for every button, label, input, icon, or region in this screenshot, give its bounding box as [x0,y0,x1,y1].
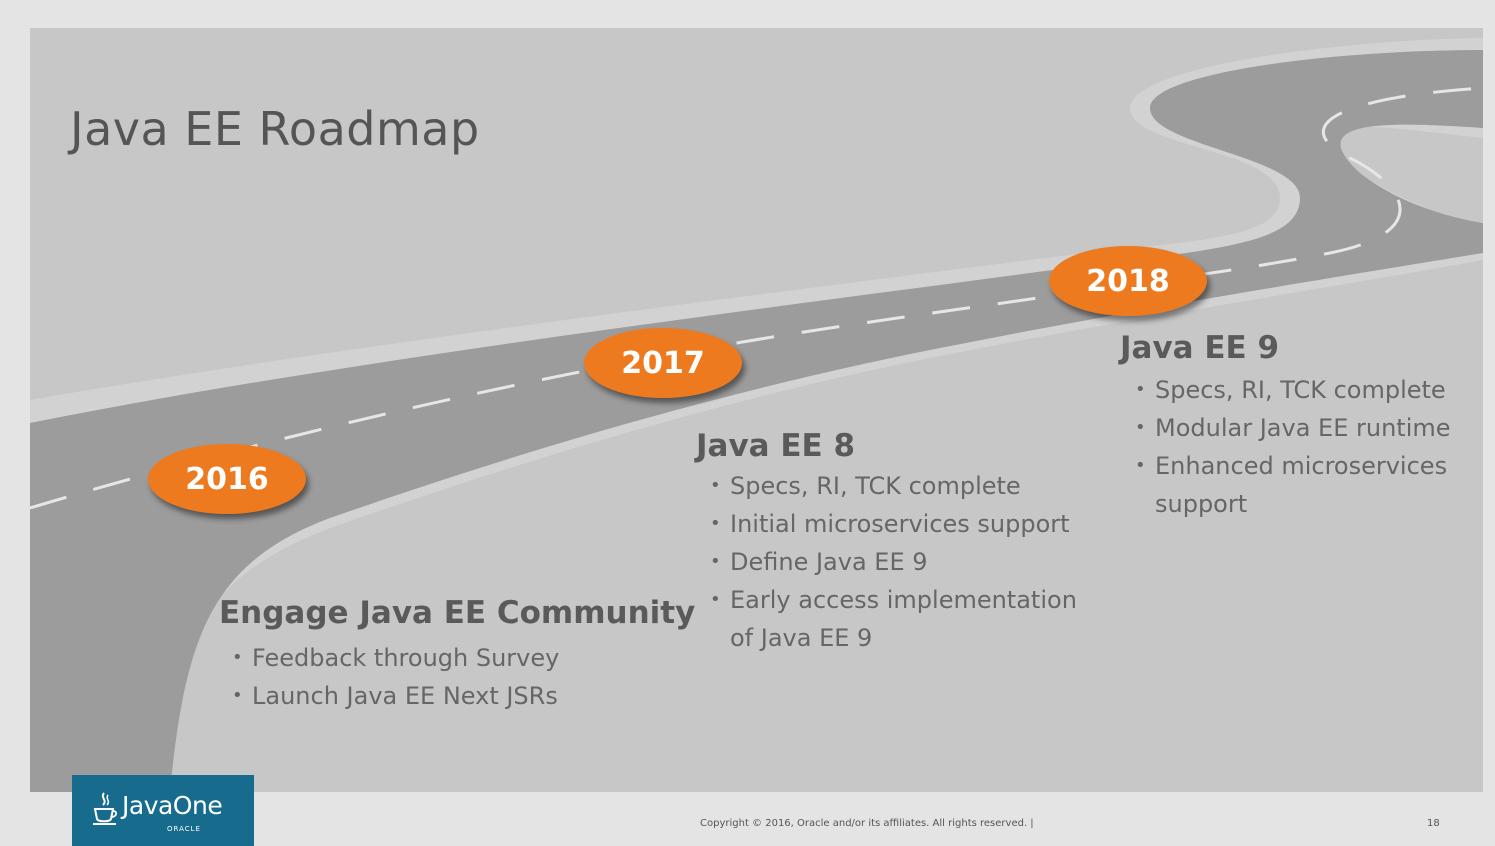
list-item: Early access implementation [708,581,1077,619]
javaone-logo: JavaOne ORACLE [72,775,254,846]
list-item: Specs, RI, TCK complete [1133,371,1451,409]
page-number: 18 [1427,818,1440,829]
list-item-continuation: of Java EE 9 [730,624,873,652]
logo-text: JavaOne [122,791,223,820]
year-badge-2016: 2016 [148,444,306,514]
list-item: Feedback through Survey [230,639,559,677]
milestone-list-2016: Feedback through Survey Launch Java EE N… [230,639,559,715]
milestone-heading-2018: Java EE 9 [1120,330,1280,366]
year-badge-2017: 2017 [584,328,742,398]
list-item: Modular Java EE runtime [1133,409,1451,447]
road-illustration [30,38,1483,792]
logo-subtext: ORACLE [167,825,201,833]
milestone-list-2017: Specs, RI, TCK complete Initial microser… [708,467,1077,657]
copyright-notice: Copyright © 2016, Oracle and/or its affi… [700,818,1034,829]
java-cup-icon [93,792,118,825]
year-badge-2018: 2018 [1049,246,1207,316]
milestone-list-2018: Specs, RI, TCK complete Modular Java EE … [1133,371,1451,523]
list-item: Specs, RI, TCK complete [708,467,1077,505]
milestone-heading-2016: Engage Java EE Community [219,595,696,631]
list-item: Launch Java EE Next JSRs [230,677,559,715]
list-item: Define Java EE 9 [708,543,1077,581]
slide-title: Java EE Roadmap [70,102,480,156]
list-item-continuation: support [1155,490,1248,518]
list-item: Initial microservices support [708,505,1077,543]
list-item: Enhanced microservices [1133,447,1451,485]
milestone-heading-2017: Java EE 8 [696,428,856,464]
